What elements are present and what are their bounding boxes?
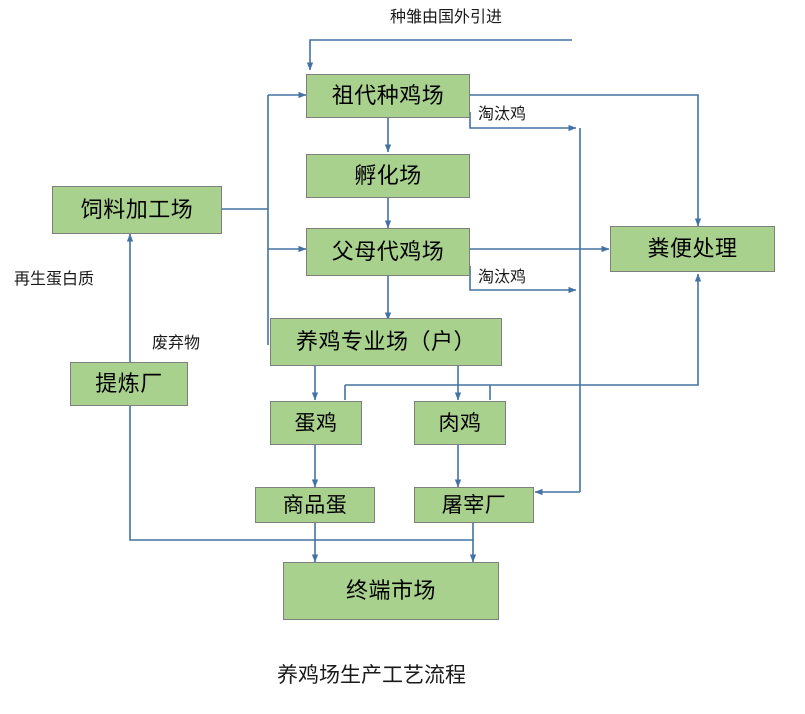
wire-cull-1 — [469, 112, 577, 132]
node-grandparent-breeder-farm[interactable]: 祖代种鸡场 — [306, 74, 470, 118]
node-label: 终端市场 — [345, 578, 436, 603]
node-label: 屠宰厂 — [441, 493, 507, 517]
wire-waste-refinery — [126, 395, 473, 541]
wire-cull-2 — [469, 266, 577, 294]
node-label: 粪便处理 — [647, 236, 738, 261]
node-broiler-chicken[interactable]: 肉鸡 — [414, 401, 506, 445]
node-label: 提炼厂 — [95, 371, 163, 396]
node-specialized-chicken-farm[interactable]: 养鸡专业场（户） — [270, 318, 502, 366]
wire-lower-bus-manure — [345, 273, 702, 386]
edge-label-waste: 废弃物 — [152, 336, 200, 352]
edge-label-text: 废弃物 — [152, 335, 201, 352]
wire-grandparent-manure — [470, 94, 702, 227]
node-label: 父母代鸡场 — [331, 239, 445, 264]
edge-label-recycled-protein: 再生蛋白质 — [14, 272, 94, 288]
node-layer-hen[interactable]: 蛋鸡 — [270, 401, 362, 445]
node-refinery[interactable]: 提炼厂 — [70, 362, 188, 406]
node-parent-breeder-farm[interactable]: 父母代鸡场 — [306, 228, 470, 276]
node-manure-treatment[interactable]: 粪便处理 — [610, 226, 775, 272]
edge-label-text: 种雏由国外引进 — [390, 9, 503, 26]
node-feed-processing-plant[interactable]: 饲料加工场 — [52, 186, 222, 234]
node-label: 养鸡专业场（户） — [295, 329, 476, 354]
edge-label-import-chicks: 种雏由国外引进 — [390, 10, 502, 26]
node-label: 祖代种鸡场 — [331, 83, 445, 108]
node-end-market[interactable]: 终端市场 — [283, 562, 499, 620]
node-label: 饲料加工场 — [80, 197, 194, 222]
node-label: 蛋鸡 — [294, 411, 338, 435]
node-label: 商品蛋 — [282, 493, 348, 517]
node-label: 孵化场 — [354, 163, 422, 188]
edge-label-cull-1: 淘汰鸡 — [478, 107, 526, 123]
node-slaughterhouse[interactable]: 屠宰厂 — [414, 487, 534, 523]
node-commercial-eggs[interactable]: 商品蛋 — [255, 487, 375, 523]
node-label: 肉鸡 — [438, 411, 482, 435]
edge-label-text: 淘汰鸡 — [478, 269, 527, 286]
caption-text: 养鸡场生产工艺流程 — [277, 664, 466, 687]
node-hatchery[interactable]: 孵化场 — [306, 154, 470, 198]
diagram-caption: 养鸡场生产工艺流程 — [277, 665, 466, 686]
edge-label-text: 淘汰鸡 — [478, 106, 527, 123]
edge-label-cull-2: 淘汰鸡 — [478, 270, 526, 286]
edge-label-text: 再生蛋白质 — [14, 271, 95, 288]
wire-import-chicks — [306, 39, 572, 71]
